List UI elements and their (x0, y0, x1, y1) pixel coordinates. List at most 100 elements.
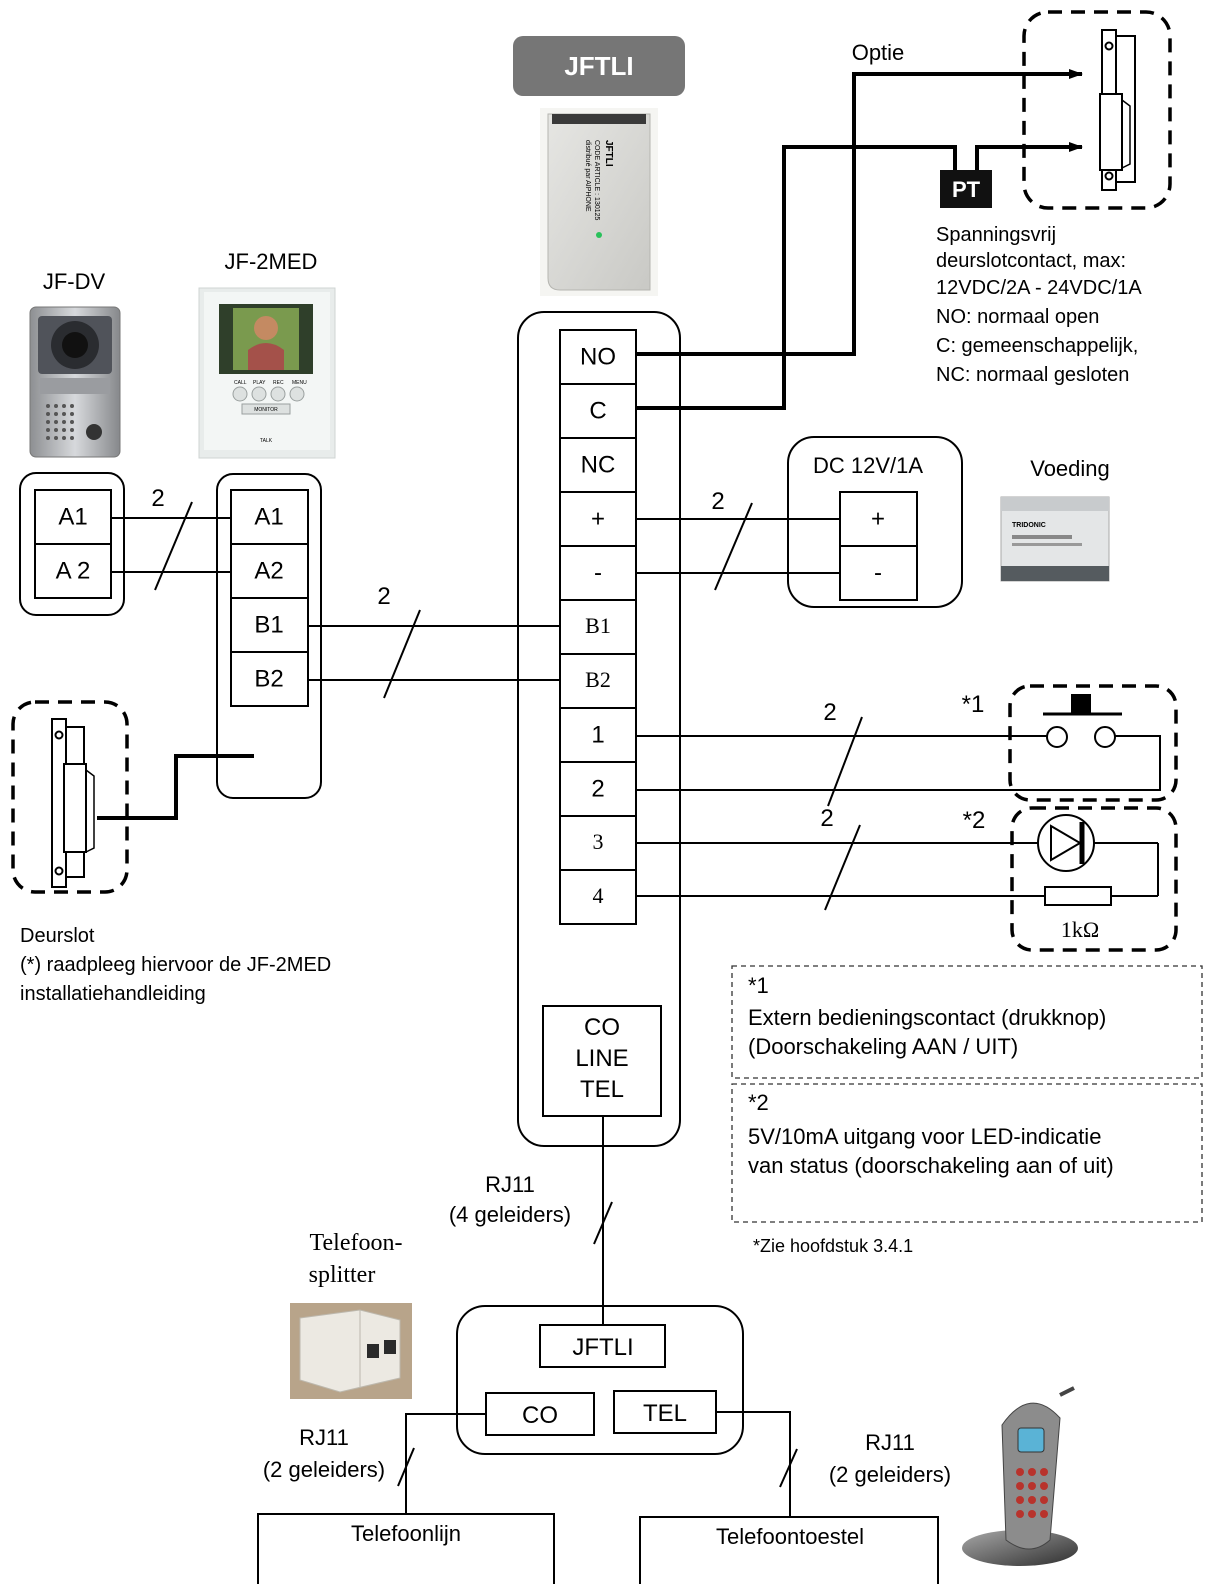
jftli-terminal-strip: NO C NC + - B1 B2 1 2 3 4 (559, 329, 637, 925)
svg-text:(Doorschakeling AAN / UIT): (Doorschakeling AAN / UIT) (748, 1034, 1018, 1059)
supply-label: Voeding (1030, 456, 1110, 481)
door-lock-right-frame (1022, 10, 1172, 210)
note1-box: *1 Extern bedieningscontact (drukknop) (… (731, 965, 1203, 1079)
svg-text:*1: *1 (748, 973, 769, 998)
relay-wires (636, 69, 1083, 410)
terminal-4: 4 (593, 883, 604, 908)
terminal-1: 1 (591, 721, 604, 748)
svg-text:NO: normaal open: NO: normaal open (936, 306, 1099, 328)
see-chapter-note: *Zie hoofdstuk 3.4.1 (753, 1236, 913, 1256)
jf-2med-enclosure (216, 473, 322, 799)
svg-text:A1: A1 (254, 503, 283, 530)
svg-text:A 2: A 2 (56, 557, 91, 584)
wires-a1-a2: 2 (111, 485, 231, 591)
jf-dv-enclosure (19, 472, 125, 616)
jftli-header-badge: JFTLI (513, 36, 685, 96)
svg-text:Deurslot: Deurslot (20, 925, 95, 947)
svg-text:(2 geleiders): (2 geleiders) (263, 1457, 385, 1482)
svg-text:MONITOR: MONITOR (254, 407, 278, 413)
svg-text:JFTLI: JFTLI (603, 140, 614, 167)
terminal-b2: B2 (585, 667, 611, 692)
terminal-3: 3 (593, 829, 604, 854)
svg-text:+: + (871, 505, 885, 532)
svg-text:CO: CO (584, 1014, 620, 1041)
rj11-4-wire: RJ11 (4 geleiders) (449, 1116, 613, 1325)
svg-text:deurslotcontact, max:: deurslotcontact, max: (936, 250, 1126, 272)
svg-text:Spanningsvrij: Spanningsvrij (936, 224, 1056, 246)
svg-text:MENU: MENU (292, 380, 307, 386)
svg-text:RJ11: RJ11 (485, 1172, 535, 1197)
svg-text:2: 2 (711, 488, 724, 515)
phone-line-box: Telefoonlijn (257, 1513, 555, 1584)
door-lock-left-frame (11, 700, 129, 894)
svg-text:RJ11: RJ11 (865, 1430, 915, 1455)
psu-terminals: + - (839, 491, 918, 601)
door-lock-right-icon (1099, 29, 1136, 191)
pt-label: PT (952, 177, 981, 202)
svg-text:TRIDONIC: TRIDONIC (1012, 522, 1046, 529)
terminal-no: NO (580, 343, 616, 370)
jf-2med-photo: CALL PLAY REC MENU MONITOR TALK (198, 287, 336, 459)
svg-text:B2: B2 (254, 665, 283, 692)
rj11-left-wire: RJ11 (2 geleiders) (263, 1413, 486, 1514)
svg-text:A2: A2 (254, 557, 283, 584)
pushbutton-frame (1008, 684, 1178, 802)
terminal-2: 2 (591, 775, 604, 802)
svg-text:(4 geleiders): (4 geleiders) (449, 1202, 571, 1227)
psu-photo: TRIDONIC (1000, 496, 1110, 582)
svg-text:-: - (874, 559, 882, 586)
wires-power: 2 (636, 488, 840, 591)
svg-text:TEL: TEL (580, 1076, 624, 1103)
svg-text:Telefoon-: Telefoon- (310, 1230, 403, 1256)
jf-dv-terminals: A1 A 2 (34, 489, 112, 599)
splitter-photo (290, 1303, 412, 1399)
svg-text:(*) raadpleeg hiervoor de JF-2: (*) raadpleeg hiervoor de JF-2MED (20, 954, 331, 976)
co-line-tel-block: CO LINE TEL (542, 1005, 662, 1117)
svg-text:CALL: CALL (234, 380, 247, 386)
door-lock-left-wire (97, 754, 254, 820)
jftli-enclosure (517, 311, 681, 1147)
svg-text:2: 2 (820, 805, 833, 832)
jf-dv-label: JF-DV (43, 269, 106, 294)
phone-set-box: Telefoontoestel (639, 1516, 939, 1584)
splitter-enclosure (456, 1305, 744, 1455)
relay-contact-note: Spanningsvrij deurslotcontact, max: 12VD… (936, 224, 1142, 386)
terminal-b1: B1 (585, 613, 611, 638)
door-lock-left-note: Deurslot (*) raadpleeg hiervoor de JF-2M… (20, 925, 331, 1005)
led-icon (1037, 814, 1095, 872)
svg-text:RJ11: RJ11 (299, 1425, 349, 1450)
svg-text:PLAY: PLAY (253, 380, 266, 386)
svg-text:5V/10mA uitgang voor LED-indic: 5V/10mA uitgang voor LED-indicatie (748, 1124, 1101, 1149)
terminal-nc: NC (581, 451, 616, 478)
terminal-plus: + (591, 505, 605, 532)
svg-text:(2 geleiders): (2 geleiders) (829, 1462, 951, 1487)
resistor-label: 1kΩ (1061, 917, 1099, 942)
jftli-sticker-text: JFTLI CODE ARTICLE : 130125 distribué pa… (584, 140, 614, 221)
svg-text:Extern bedieningscontact (druk: Extern bedieningscontact (drukknop) (748, 1005, 1106, 1030)
jf-dv-photo (29, 306, 121, 458)
splitter-port-co: CO (522, 1402, 558, 1429)
splitter-port-tel: TEL (643, 1400, 687, 1427)
svg-text:C: gemeenschappelijk,: C: gemeenschappelijk, (936, 335, 1138, 357)
door-lock-left-icon (51, 718, 95, 888)
terminal-minus: - (594, 559, 602, 586)
svg-text:2: 2 (377, 583, 390, 610)
star2-label: *2 (963, 807, 986, 834)
wires-led: 2 (636, 805, 1159, 911)
svg-text:splitter: splitter (309, 1262, 376, 1288)
svg-text:12VDC/2A - 24VDC/1A: 12VDC/2A - 24VDC/1A (936, 277, 1142, 299)
splitter-ports: JFTLI CO TEL (485, 1324, 717, 1436)
star1-label: *1 (962, 691, 985, 718)
splitter-label: Telefoon- splitter (309, 1230, 403, 1288)
svg-text:distribué par AIPHONE: distribué par AIPHONE (584, 140, 591, 212)
svg-text:Telefoontoestel: Telefoontoestel (716, 1524, 864, 1549)
svg-text:NC: normaal gesloten: NC: normaal gesloten (936, 364, 1129, 386)
pushbutton-icon (1043, 694, 1122, 748)
jf-2med-terminals: A1 A2 B1 B2 (230, 489, 309, 707)
svg-text:LINE: LINE (575, 1045, 628, 1072)
svg-text:B1: B1 (254, 611, 283, 638)
resistor-icon: 1kΩ (1044, 886, 1112, 942)
jf-2med-label: JF-2MED (225, 249, 318, 274)
svg-text:2: 2 (823, 699, 836, 726)
